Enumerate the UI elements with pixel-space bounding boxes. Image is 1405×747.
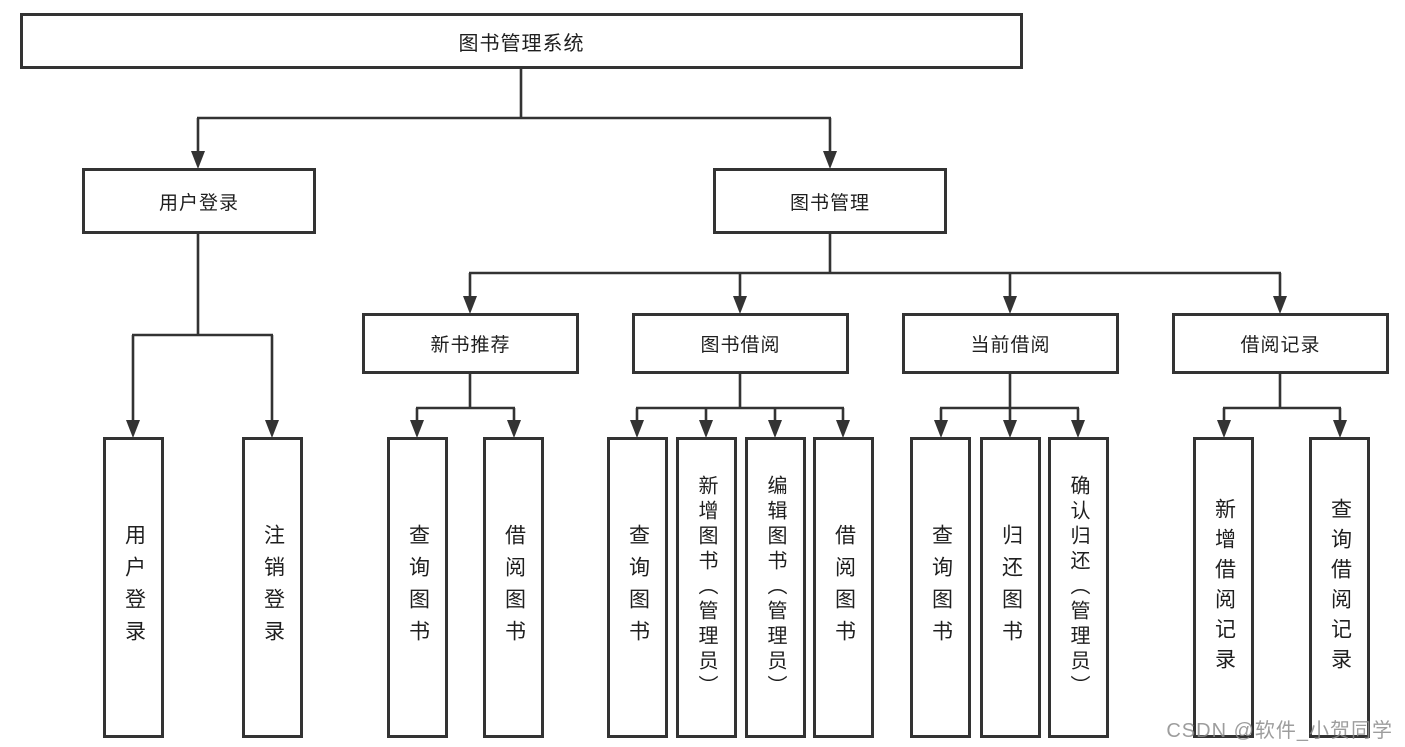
leaf-add-borrow-record: 新增借阅记录: [1193, 437, 1254, 738]
node-label: 图书借阅: [700, 335, 781, 356]
leaf-add-books-admin: 新增图书（管理员）: [676, 437, 737, 738]
node-new-book-recommendation: 新书推荐: [362, 313, 579, 374]
node-label: 新增借阅记录: [1212, 497, 1236, 678]
leaf-query-borrow-record: 查询借阅记录: [1309, 437, 1370, 738]
csdn-watermark: CSDN @软件_小贺同学: [1166, 720, 1393, 742]
node-label: 注销登录: [261, 523, 285, 652]
node-label: 借阅记录: [1240, 335, 1321, 356]
node-label: 用户登录: [122, 523, 146, 652]
arrowheads: [126, 151, 1347, 438]
node-label: 图书管理系统: [458, 32, 585, 55]
leaf-logout: 注销登录: [242, 437, 303, 738]
node-label: 图书管理: [789, 192, 870, 214]
node-label: 编辑图书（管理员）: [764, 475, 786, 700]
leaf-current-query-books: 查询图书: [910, 437, 971, 738]
node-current-borrowing: 当前借阅: [902, 313, 1119, 374]
leaf-borrow-books: 借阅图书: [813, 437, 874, 738]
node-library-management-system: 图书管理系统: [20, 13, 1023, 69]
node-user-login: 用户登录: [82, 168, 316, 234]
connector-paths: [131, 68, 1342, 422]
node-book-borrowing: 图书借阅: [632, 313, 849, 374]
node-label: 查询图书: [406, 523, 430, 652]
node-label: 借阅图书: [502, 523, 526, 652]
leaf-confirm-return-admin: 确认归还（管理员）: [1048, 437, 1109, 738]
node-label: 新书推荐: [430, 335, 511, 356]
leaf-user-login: 用户登录: [103, 437, 164, 738]
leaf-edit-books-admin: 编辑图书（管理员）: [745, 437, 806, 738]
leaf-borrow-query-books: 查询图书: [607, 437, 668, 738]
node-label: 新增图书（管理员）: [695, 475, 717, 700]
node-label: 借阅图书: [832, 523, 856, 652]
leaf-newbook-query-books: 查询图书: [387, 437, 448, 738]
node-label: 归还图书: [999, 523, 1023, 652]
node-label: 当前借阅: [970, 335, 1051, 356]
node-label: 确认归还（管理员）: [1067, 475, 1089, 700]
node-label: 查询借阅记录: [1328, 497, 1352, 678]
node-borrowing-records: 借阅记录: [1172, 313, 1389, 374]
node-label: 查询图书: [929, 523, 953, 652]
leaf-return-books: 归还图书: [980, 437, 1041, 738]
leaf-newbook-borrow-books: 借阅图书: [483, 437, 544, 738]
node-label: 用户登录: [158, 192, 239, 214]
node-label: 查询图书: [626, 523, 650, 652]
node-book-management: 图书管理: [713, 168, 947, 234]
